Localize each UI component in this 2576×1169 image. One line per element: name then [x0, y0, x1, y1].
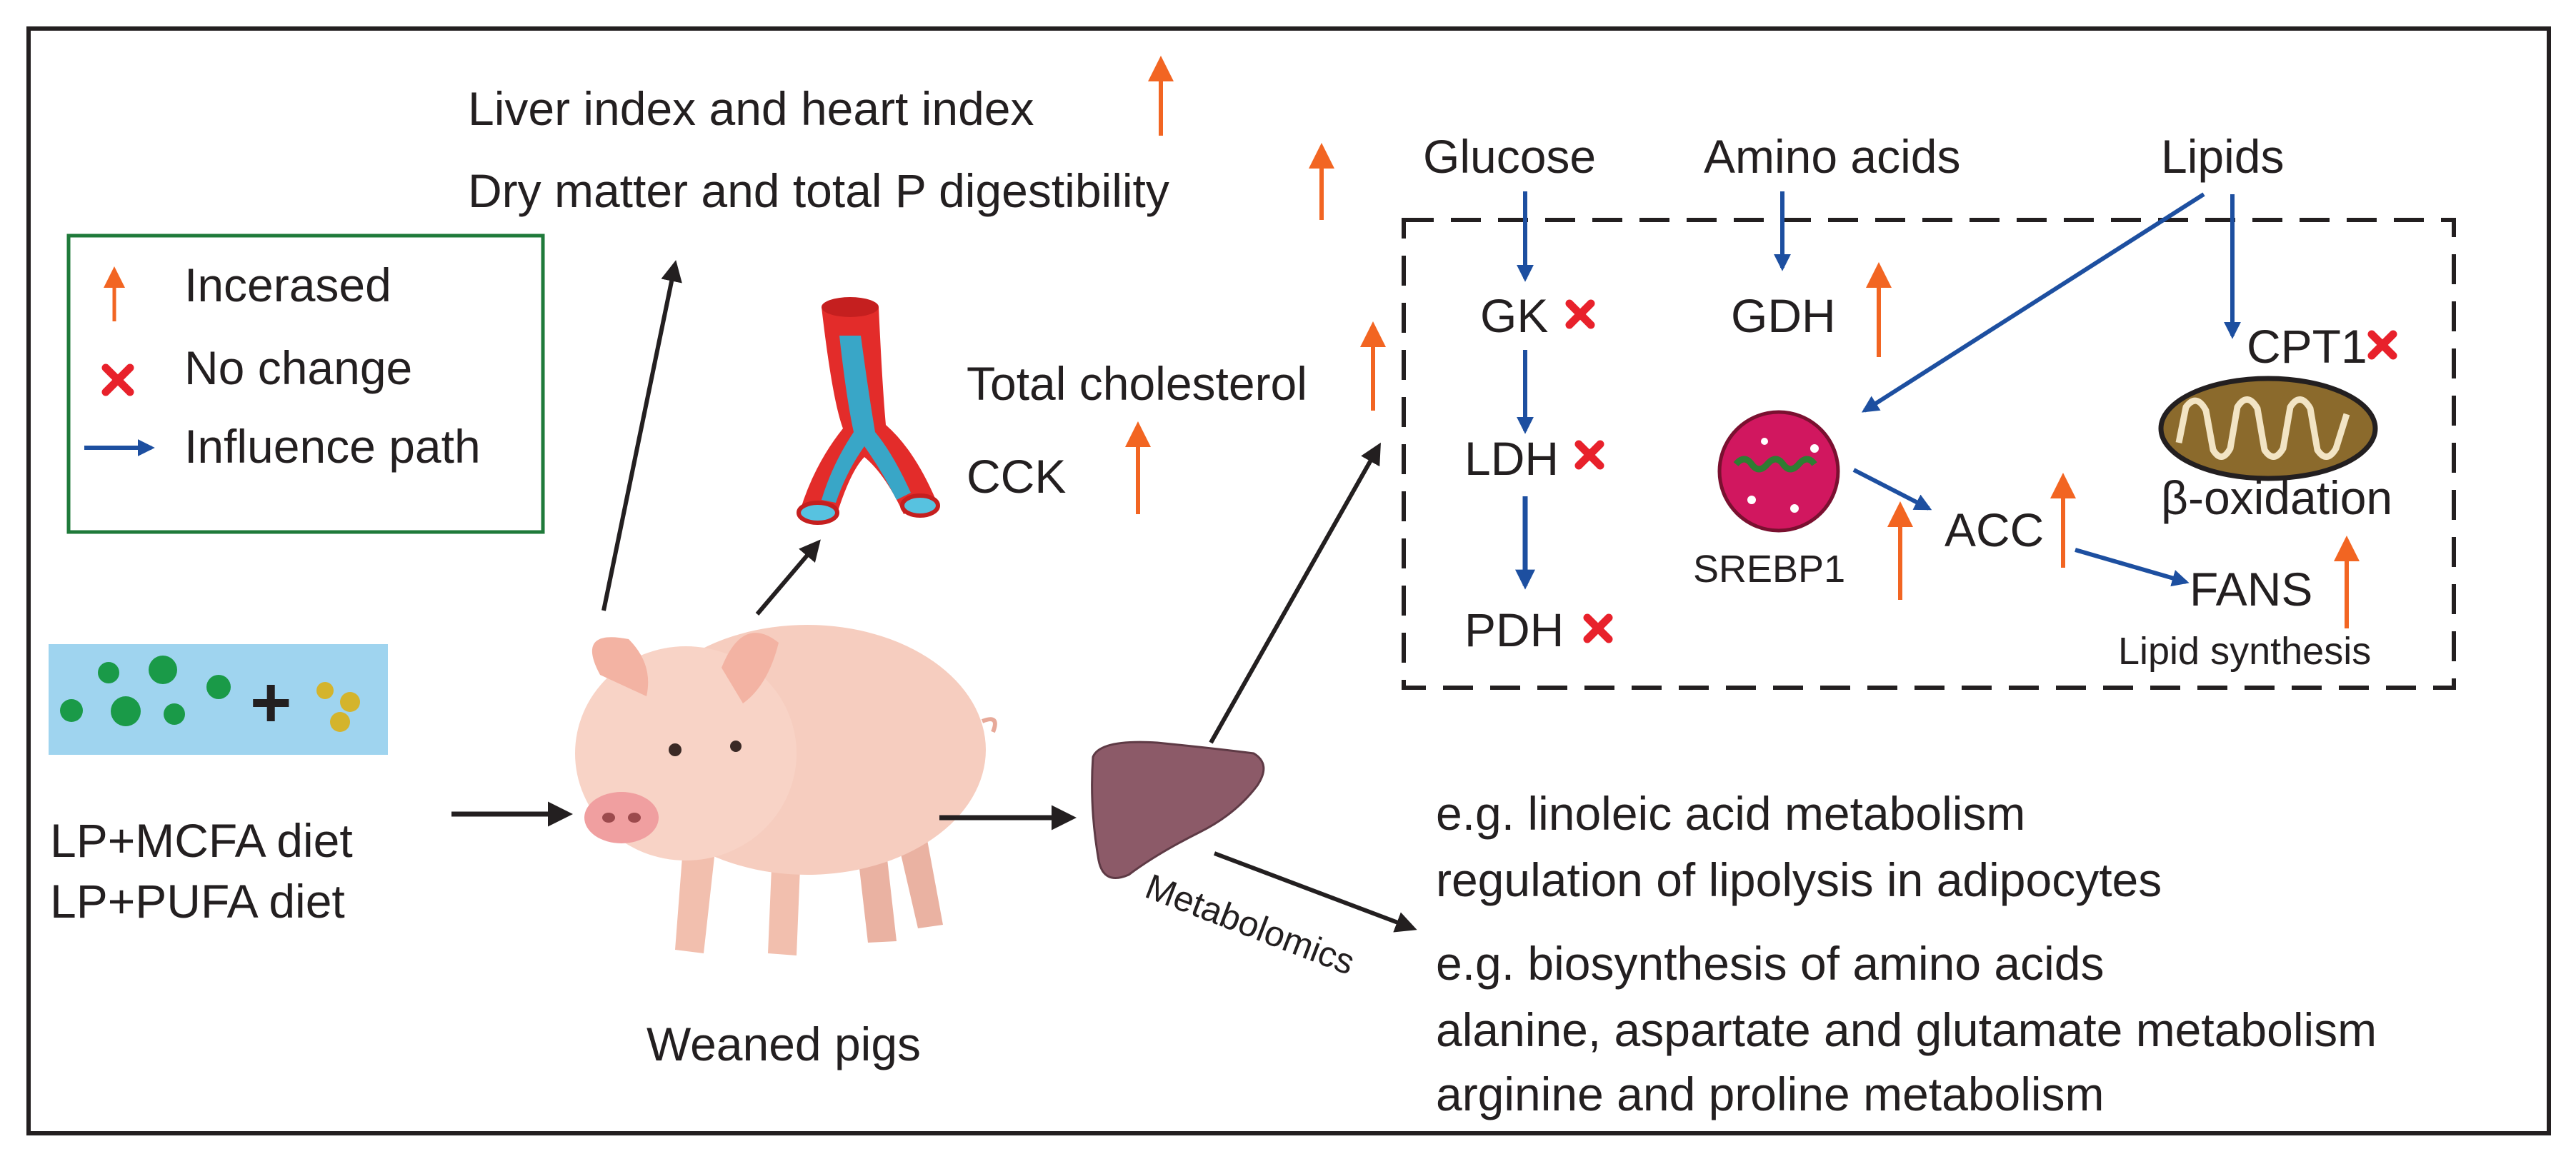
legend-increased-label: Incerased: [184, 259, 391, 311]
diet-dot: [149, 656, 177, 684]
gdh-label: GDH: [1731, 289, 1836, 342]
digestibility-text: Dry matter and total P digestibility: [468, 164, 1169, 217]
srebp1-cell-icon: [1717, 410, 1840, 533]
lipids-label: Lipids: [2161, 130, 2284, 183]
diet-dot: [164, 703, 185, 725]
legend-box: [66, 234, 545, 534]
gk-label: GK: [1480, 289, 1548, 342]
liver-to-pathway-arrow: [1209, 442, 1381, 744]
diet-dot: [98, 662, 119, 683]
legend-no-change-label: No change: [184, 341, 412, 394]
diet-illustration: +: [49, 644, 388, 755]
amino-acids-label: Amino acids: [1704, 130, 1961, 183]
no-change-cross-icon: [101, 363, 134, 396]
legend: Incerased No change Influence path: [66, 234, 545, 534]
liver-to-metabolomics-arrow: [1213, 851, 1417, 933]
lipid-synthesis-label: Lipid synthesis: [2118, 630, 2371, 673]
cck-text: CCK: [967, 450, 1066, 503]
liver-illustration: [1091, 741, 1265, 879]
srebp1-label: SREBP1: [1693, 548, 1845, 591]
total-cholesterol-text: Total cholesterol: [967, 357, 1307, 410]
lipids-to-srebp1-arrow: [1861, 192, 2205, 413]
diet-dot-yellow: [340, 692, 360, 712]
pig-label: Weaned pigs: [647, 1018, 921, 1070]
metabolomics-label: Metabolomics: [1140, 866, 1360, 983]
ldh-label: LDH: [1464, 432, 1559, 485]
legend-influence-label: Influence path: [184, 420, 481, 473]
diet-label-pufa: LP+PUFA diet: [50, 875, 345, 928]
metabolomics-group1-line2: regulation of lipolysis in adipocytes: [1436, 853, 2162, 906]
gk-no-change-icon: [1565, 299, 1595, 329]
outer-frame: [26, 26, 2551, 1135]
liver-heart-index-text: Liver index and heart index: [468, 82, 1034, 135]
diet-background: [49, 644, 388, 755]
acc-to-fans-arrow: [2075, 548, 2190, 587]
fans-label: FANS: [2190, 563, 2312, 616]
pdh-no-change-icon: [1583, 613, 1613, 643]
glucose-label: Glucose: [1423, 130, 1596, 183]
diet-dot: [111, 696, 141, 726]
acc-label: ACC: [1945, 503, 2044, 556]
pig-to-indices-arrow: [601, 260, 682, 611]
mitochondrion-icon: [2158, 376, 2378, 481]
metabolomics-group1-line1: e.g. linoleic acid metabolism: [1436, 787, 2025, 840]
srebp1-to-acc-arrow: [1852, 468, 1932, 511]
ldh-no-change-icon: [1574, 440, 1604, 470]
metabolomics-group2-line1: e.g. biosynthesis of amino acids: [1436, 937, 2105, 990]
blood-vessel-illustration: [797, 297, 940, 525]
diet-dot-yellow: [330, 712, 350, 732]
pdh-label: PDH: [1464, 603, 1564, 656]
diet-label-mcfa: LP+MCFA diet: [50, 814, 353, 867]
cpt1-no-change-icon: [2367, 330, 2397, 360]
pathway-dashed-box: [1402, 218, 2456, 690]
metabolomics-group2-line3: arginine and proline metabolism: [1436, 1068, 2105, 1120]
pig-illustration: [575, 625, 997, 955]
cpt1-label: CPT1: [2247, 320, 2367, 373]
pig-to-vessel-arrow: [755, 539, 821, 616]
diet-dot: [60, 699, 83, 722]
diet-dot: [206, 675, 231, 699]
diet-dot-yellow: [316, 682, 334, 699]
diet-plus-sign: +: [250, 663, 291, 743]
metabolomics-group2-line2: alanine, aspartate and glutamate metabol…: [1436, 1003, 2377, 1056]
beta-oxidation-label: β-oxidation: [2161, 471, 2392, 524]
